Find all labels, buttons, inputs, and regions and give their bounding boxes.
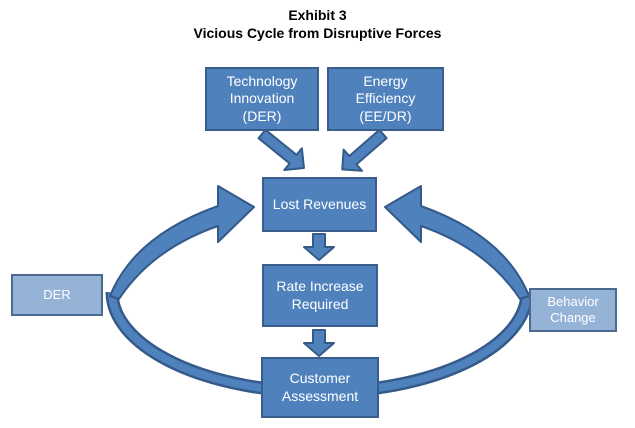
node-lost-revenues: Lost Revenues: [262, 177, 377, 232]
node-rate-increase-required: Rate Increase Required: [262, 264, 378, 327]
arrow-energy-to-lost-revenues: [341, 128, 388, 172]
node-energy-efficiency: Energy Efficiency (EE/DR): [327, 67, 444, 131]
cycle-arrow-right: [384, 185, 530, 300]
diagram-title: Vicious Cycle from Disruptive Forces: [193, 25, 442, 42]
node-technology-innovation: Technology Innovation (DER): [205, 67, 319, 131]
node-der: DER: [11, 274, 103, 316]
node-behavior-change: Behavior Change: [529, 288, 617, 332]
cycle-arrow-left: [109, 185, 255, 300]
arrow-technology-to-lost-revenues: [257, 128, 305, 172]
node-customer-assessment: Customer Assessment: [261, 357, 379, 418]
arrow-lost-to-rate-increase: [303, 233, 335, 261]
arrow-rate-increase-to-customer: [303, 329, 335, 357]
exhibit-label: Exhibit 3: [288, 7, 347, 23]
title-block: Exhibit 3 Vicious Cycle from Disruptive …: [0, 6, 635, 42]
